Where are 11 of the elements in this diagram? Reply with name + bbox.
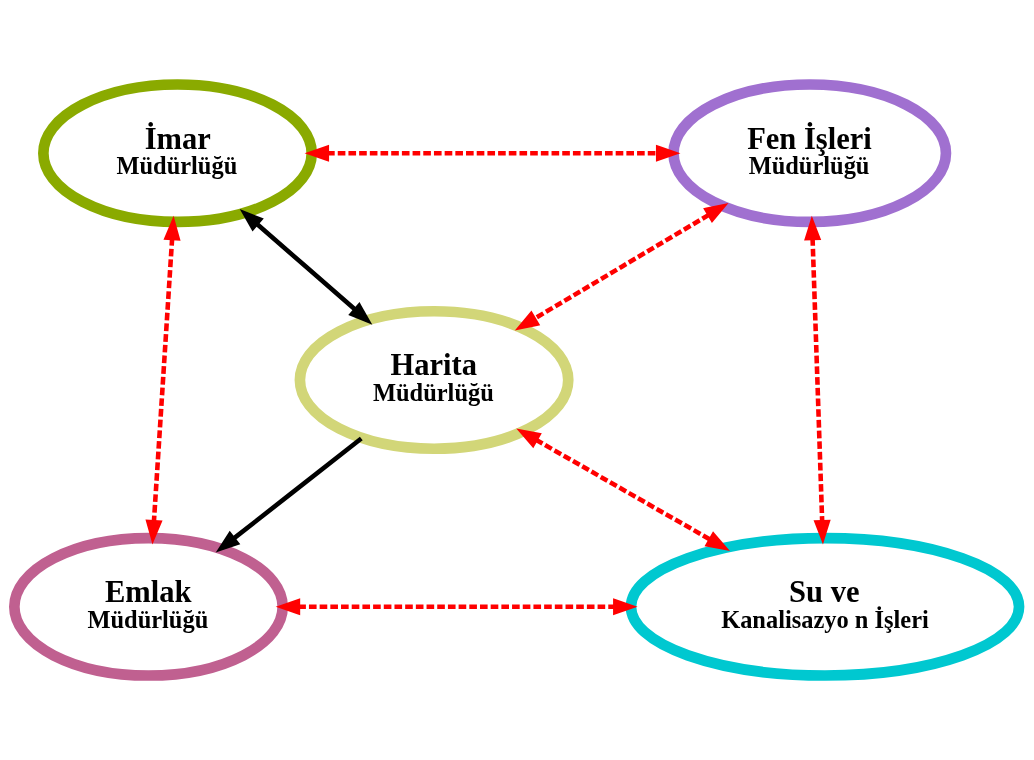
arrow	[804, 215, 831, 545]
arrow	[514, 203, 729, 331]
node-ellipse: Harita Müdürlüğü	[294, 305, 574, 455]
arrow	[239, 208, 373, 325]
arrow	[516, 428, 731, 551]
arrow	[304, 144, 681, 162]
node-ellipse: Fen İşleri Müdürlüğü	[668, 79, 952, 228]
arrow	[215, 436, 363, 553]
node-ellipse: İmar Müdürlüğü	[38, 79, 318, 228]
arrow	[145, 215, 181, 545]
arrow	[275, 598, 638, 616]
